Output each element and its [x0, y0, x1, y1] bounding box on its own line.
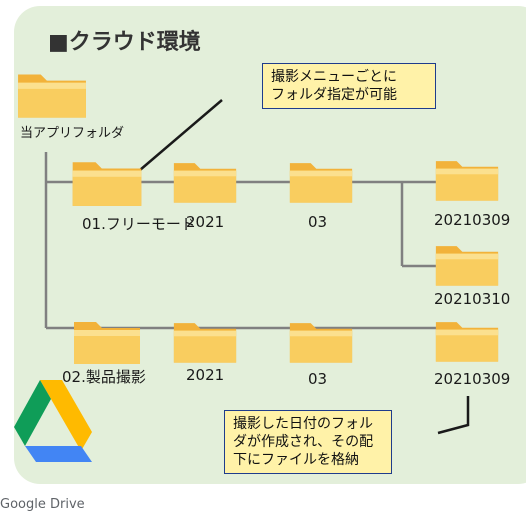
row1-folder-label-4: 20210309 — [434, 211, 511, 229]
callout-bottom-pointer — [437, 396, 470, 435]
row2-folder-label-1: 02.製品撮影 — [62, 368, 146, 386]
callout-menu-folder-line-1: 撮影メニューごとに — [271, 69, 397, 85]
callout-menu-folder: 撮影メニューごとに フォルダ指定が可能 — [262, 63, 436, 109]
callout-top-pointer — [139, 99, 223, 171]
row1-folder-label-1: 01.フリーモード — [82, 215, 196, 233]
panel-title: ■クラウド環境 — [48, 30, 201, 55]
row1-folder-label-3: 03 — [308, 213, 328, 231]
google-drive-logo-icon — [14, 380, 92, 462]
folder-icon-row1-4 — [435, 161, 499, 201]
folder-icon-row2-4 — [435, 322, 499, 362]
folder-icon-row2-1 — [74, 322, 140, 364]
callout-date-folder-line-2: ダが作成され、その配 — [233, 434, 374, 450]
folder-icon-row2-2 — [173, 323, 237, 363]
row1-folder-label-2: 2021 — [186, 213, 225, 231]
callout-date-folder: 撮影した日付のフォル ダが作成され、その配 下にファイルを格納 — [224, 410, 392, 474]
folder-icon-root — [18, 74, 86, 118]
folder-icon-row1-branch — [435, 246, 499, 286]
google-drive-label: Google Drive — [0, 497, 85, 512]
row1-branch-folder-label: 20210310 — [434, 290, 511, 308]
callout-date-folder-line-1: 撮影した日付のフォル — [233, 416, 373, 432]
folder-icon-row1-2 — [173, 163, 237, 203]
row2-folder-label-3: 03 — [308, 370, 328, 388]
callout-pointers — [139, 99, 470, 435]
root-folder-label: 当アプリフォルダ — [20, 126, 125, 141]
folder-icon-row1-3 — [289, 163, 353, 203]
folder-icon-row2-3 — [289, 323, 353, 363]
row2-folder-label-2: 2021 — [186, 366, 225, 384]
folder-icon-row1-1 — [72, 162, 142, 206]
row2-folder-label-4: 20210309 — [434, 370, 511, 388]
callout-date-folder-line-3: 下にファイルを格納 — [233, 452, 359, 468]
callout-menu-folder-line-2: フォルダ指定が可能 — [271, 87, 397, 103]
